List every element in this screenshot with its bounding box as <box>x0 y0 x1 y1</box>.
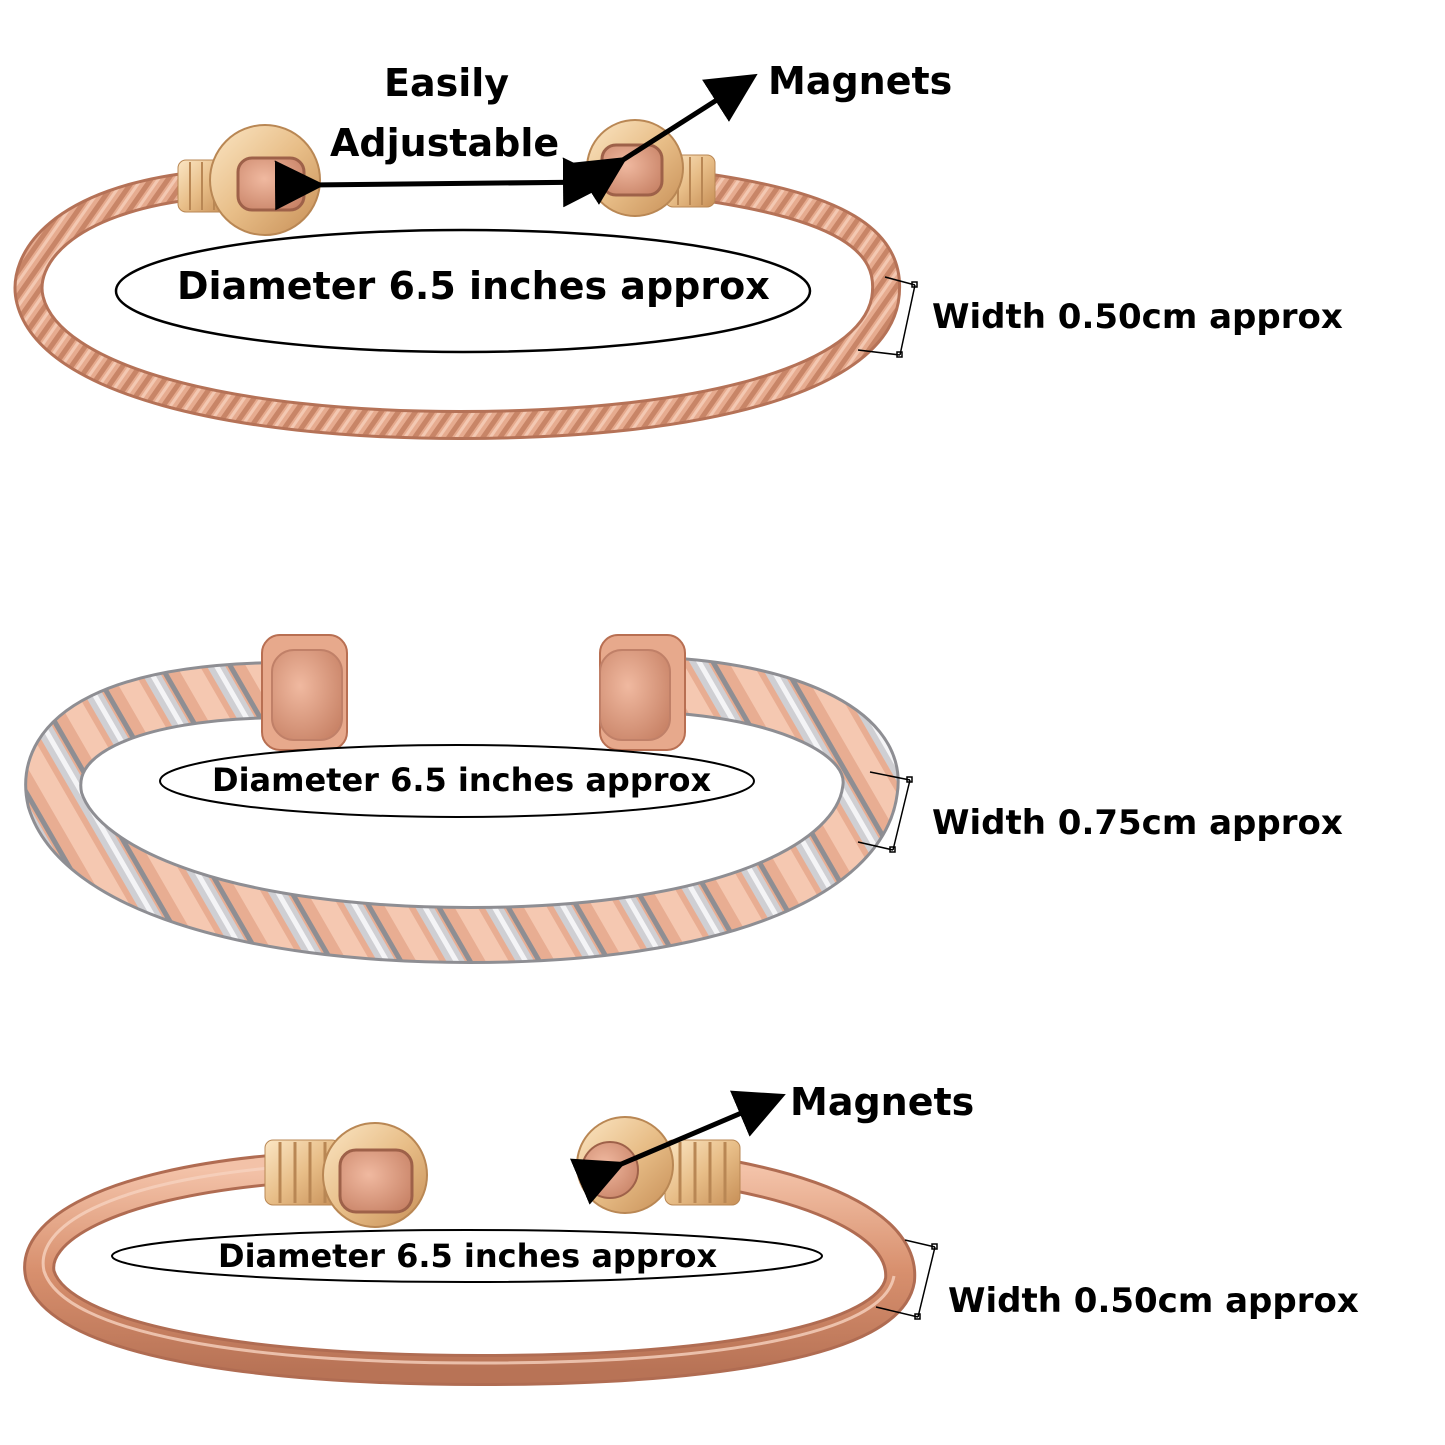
bracelet-3-width-label: Width 0.50cm approx <box>948 1281 1359 1321</box>
bracelet-1-width-label: Width 0.50cm approx <box>932 297 1343 337</box>
bracelet-3-diameter-ellipse <box>111 1229 823 1283</box>
bracelet-3-diameter-label: Diameter 6.5 inches approx <box>218 1237 718 1275</box>
bracelet-3-magnets-arrow <box>570 1090 786 1205</box>
bracelet-1-diameter-ellipse <box>114 228 812 354</box>
bracelet-3-width-bracket <box>875 1239 938 1320</box>
bracelet-3-magnets-label: Magnets <box>790 1080 975 1124</box>
bracelet-2-left-end-cap <box>261 634 348 751</box>
bracelet-1-adjustable-label-line2: Adjustable <box>330 121 560 165</box>
bracelet-2-diameter-ellipse <box>159 744 755 818</box>
bracelet-2-diameter-label: Diameter 6.5 inches approx <box>212 761 712 799</box>
bracelet-1-magnets-label: Magnets <box>768 59 953 103</box>
bracelet-3-left-end-cap <box>264 1122 428 1228</box>
bracelet-2-width-bracket <box>857 771 913 853</box>
bracelet-1-adjustable-label-line1: Easily <box>384 61 510 105</box>
bracelet-1-cable-cuff <box>13 73 918 441</box>
bracelet-1-left-end-cap <box>177 124 321 236</box>
bracelet-3-smooth-cuff <box>23 1090 938 1387</box>
bracelet-3-right-end-cap <box>576 1116 741 1214</box>
bracelet-1-adjustable-arrow <box>274 157 613 211</box>
bracelet-1-diameter-label: Diameter 6.5 inches approx <box>177 264 770 308</box>
bracelet-2-right-end-cap <box>599 634 686 751</box>
bracelet-1-right-end-cap <box>586 119 716 217</box>
bracelet-1-width-bracket <box>857 276 918 358</box>
bracelet-1-magnets-arrow <box>572 73 758 205</box>
bracelet-2-width-label: Width 0.75cm approx <box>932 803 1343 843</box>
bracelet-2-twisted-cuff <box>24 634 913 965</box>
